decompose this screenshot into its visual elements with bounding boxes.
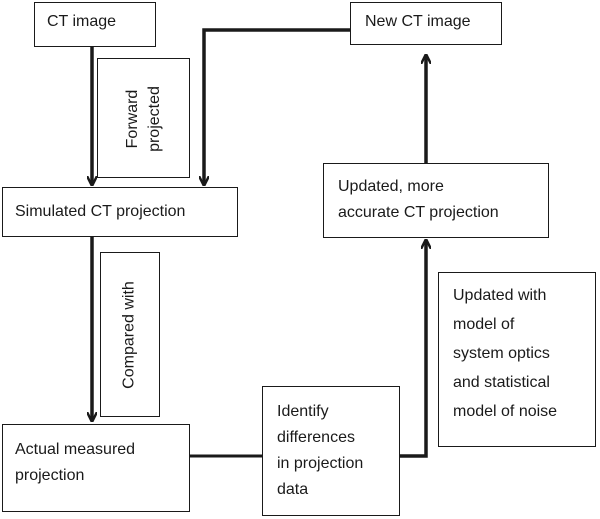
arrow-identify-to-updated: [400, 241, 426, 458]
updated-projection-box: Updated, more accurate CT projection: [323, 163, 549, 238]
identify-differences-box: Identify differences in projection data: [262, 386, 400, 516]
simulated-projection-box: Simulated CT projection: [2, 187, 238, 237]
actual-projection-box: Actual measured projection: [2, 424, 190, 512]
arrow-newct-to-simulated: [204, 28, 350, 184]
compared-with-label: Compared with: [120, 281, 138, 389]
new-ct-image-label: New CT image: [365, 13, 471, 30]
forward-projected-box: Forward projected: [97, 58, 190, 178]
actual-projection-label: Actual measured projection: [15, 441, 136, 484]
updated-with-label: Updated with model of system optics and …: [453, 287, 558, 420]
identify-differences-label: Identify differences in projection data: [277, 403, 364, 498]
updated-with-box: Updated with model of system optics and …: [438, 272, 596, 447]
forward-projected-label: Forward projected: [124, 86, 163, 152]
simulated-projection-label: Simulated CT projection: [15, 203, 186, 220]
updated-projection-label: Updated, more accurate CT projection: [338, 178, 499, 221]
ct-image-box: CT image: [34, 2, 156, 47]
compared-with-box: Compared with: [100, 252, 160, 417]
new-ct-image-box: New CT image: [350, 2, 502, 45]
ct-image-label: CT image: [47, 13, 117, 30]
